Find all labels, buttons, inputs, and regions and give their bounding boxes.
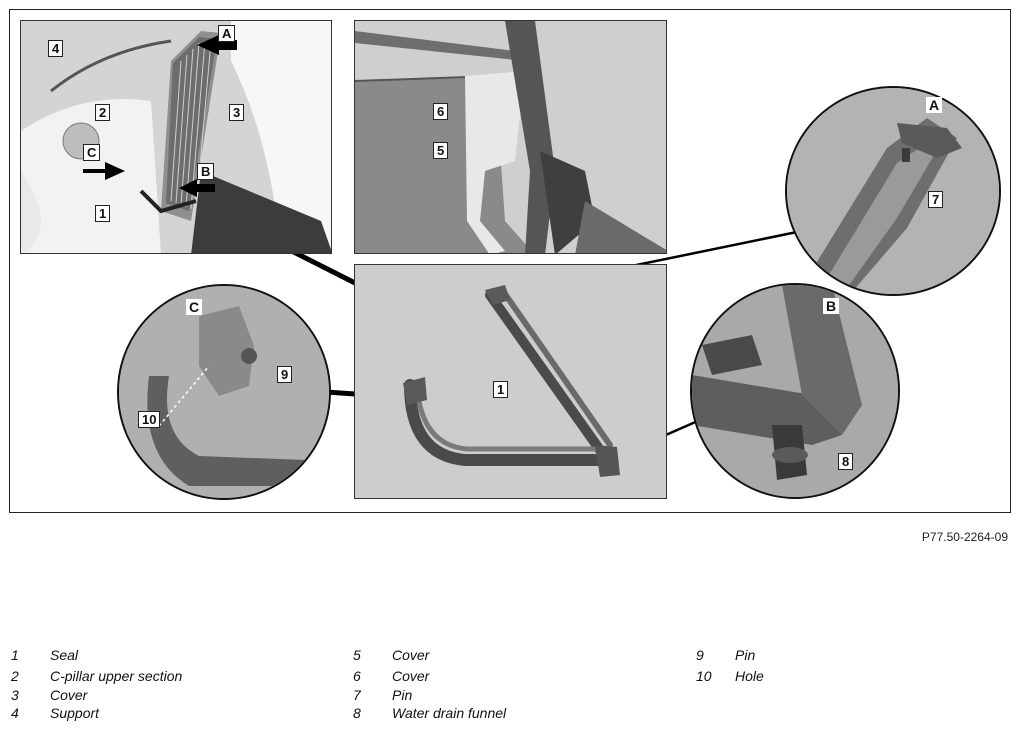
callout-3-cover: 3 [229, 104, 245, 121]
seal-illustration [355, 265, 666, 498]
figure-id-label: P77.50-2264-09 [921, 530, 1008, 544]
zoom-a-label: A [926, 97, 943, 113]
callout-4-support: 4 [48, 40, 64, 57]
photo-panel-car-interior [20, 20, 332, 254]
callout-1-seal-center: 1 [493, 381, 509, 398]
callout-6-cover: 6 [433, 103, 449, 120]
zoom-circle-a [785, 86, 1001, 296]
callout-5-cover: 5 [433, 142, 449, 159]
photo-panel-seal [354, 264, 667, 499]
zoom-b-illustration [692, 285, 898, 497]
zoom-circle-c [117, 284, 331, 500]
callout-9-pin: 9 [277, 366, 293, 383]
covers-illustration [355, 21, 666, 253]
callout-b-arrow: B [197, 163, 215, 180]
zoom-a-illustration [787, 88, 999, 294]
parts-legend: 1 Seal 2 C-pillar upper section 3 Cover … [11, 647, 764, 721]
callout-10-hole: 10 [138, 411, 161, 428]
car-interior-illustration [21, 21, 331, 253]
zoom-c-illustration [119, 286, 329, 498]
callout-7-pin: 7 [928, 191, 944, 208]
zoom-c-label: C [186, 299, 203, 315]
zoom-b-label: B [823, 298, 840, 314]
callout-8-water-drain-funnel: 8 [838, 453, 854, 470]
photo-panel-covers [354, 20, 667, 254]
callout-c-arrow: C [83, 144, 101, 161]
callout-a-arrow: A [218, 25, 236, 42]
callout-2-c-pillar: 2 [95, 104, 111, 121]
zoom-circle-b [690, 283, 900, 499]
callout-1-seal: 1 [95, 205, 111, 222]
